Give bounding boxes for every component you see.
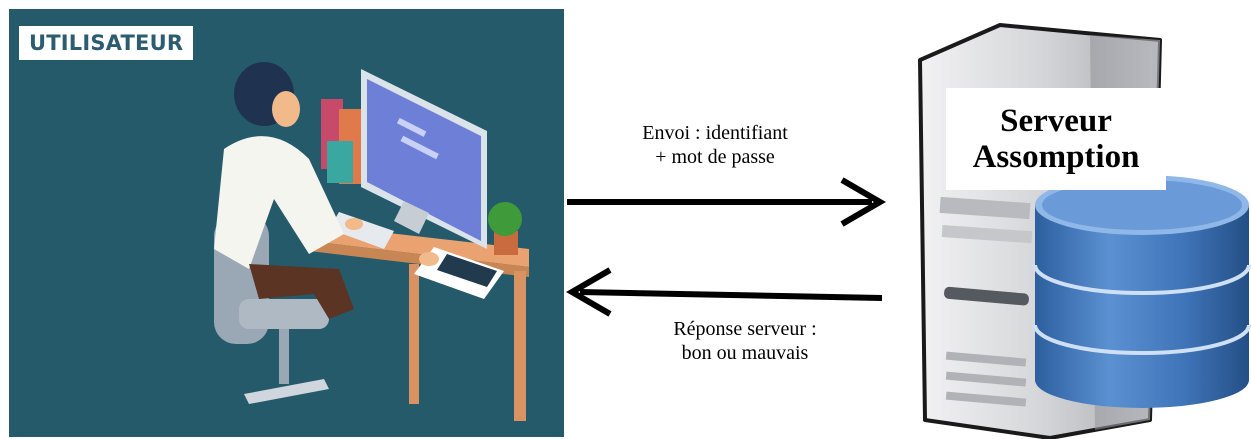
user-scene	[9, 9, 564, 437]
monitor-stand	[394, 201, 429, 234]
monitor-screen	[367, 79, 481, 241]
book	[327, 141, 353, 183]
person-legs	[249, 264, 354, 319]
person-hand	[419, 252, 439, 266]
database-icon	[1033, 175, 1251, 408]
chair-base	[244, 379, 329, 404]
user-illustration: UTILISATEUR	[9, 9, 564, 437]
response-label: Réponse serveur : bon ou mauvais	[630, 317, 860, 365]
screen-line	[400, 135, 439, 160]
screen-line	[396, 117, 427, 137]
chair-post	[279, 329, 289, 384]
desk-leg	[514, 271, 526, 421]
person-torso	[214, 136, 344, 269]
user-badge: UTILISATEUR	[19, 26, 194, 60]
keyboard	[329, 212, 394, 249]
person-face	[272, 91, 300, 127]
send-label-line1: Envoi : identifiant	[642, 122, 788, 144]
send-label: Envoi : identifiant + mot de passe	[600, 121, 830, 169]
server-title-line2: Assomption	[972, 139, 1140, 175]
person-hand	[345, 218, 363, 230]
response-label-line2: bon ou mauvais	[681, 342, 809, 364]
server-title-line1: Serveur	[1000, 103, 1112, 139]
response-label-line1: Réponse serveur :	[673, 318, 817, 340]
chair-seat	[239, 299, 329, 329]
tablet	[437, 254, 497, 287]
send-label-line2: + mot de passe	[655, 146, 775, 168]
server-title: Serveur Assomption	[946, 88, 1166, 190]
desk-leg	[409, 264, 419, 404]
plant	[488, 202, 522, 236]
